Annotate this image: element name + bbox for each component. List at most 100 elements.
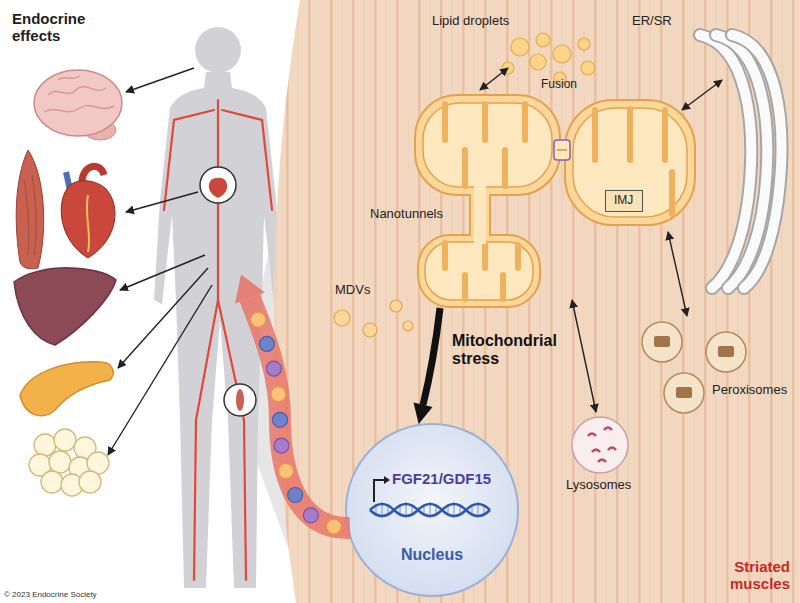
- er-sr-cisternae: [700, 35, 751, 288]
- process-label: Fusion: [541, 78, 577, 92]
- mitochondrion: [418, 235, 540, 307]
- lysosome: [588, 428, 616, 463]
- promoter-arrow: [384, 476, 390, 484]
- dna-helix: [370, 504, 490, 516]
- brain-organ: [34, 70, 122, 140]
- heart-organ: [61, 181, 115, 258]
- secretion-band: [235, 275, 350, 529]
- gene-label: FGF21/GDF15: [392, 470, 491, 487]
- brain-organ: [44, 76, 114, 112]
- dna-helix: [370, 502, 490, 518]
- endocrine-arrows: [118, 268, 208, 368]
- adipose-organ: [49, 451, 71, 473]
- lipid-droplets: [530, 54, 546, 70]
- er-sr-cisternae: [716, 35, 767, 288]
- brain-organ: [34, 70, 122, 136]
- heart-zoom-circle: [200, 167, 236, 203]
- adipose-organ: [41, 471, 63, 493]
- er-sr-cisternae: [700, 35, 781, 288]
- skeletal-muscle-organ: [16, 150, 44, 269]
- promoter-arrow: [374, 480, 384, 502]
- junction-box: IMJ: [605, 190, 643, 212]
- peroxisomes: [664, 373, 704, 413]
- mitochondrion: [415, 95, 695, 307]
- pancreas-organ: [20, 362, 113, 416]
- muscle-zoom-circle: [236, 389, 244, 411]
- er-sr-cisternae: [700, 35, 751, 288]
- hormone-particles: [279, 464, 294, 479]
- peroxisomes: [718, 346, 734, 357]
- skeletal-muscle-organ: [24, 175, 36, 255]
- mitochondrion: [423, 103, 552, 187]
- mitochondrion: [425, 242, 533, 300]
- blood-vessels: [218, 300, 246, 580]
- adipose-organ: [54, 429, 76, 451]
- muscle-zoom-circle: [224, 384, 256, 416]
- nucleus-circle: FGF21/GDF15Nucleus: [344, 422, 520, 598]
- fusion-pore: [557, 149, 567, 151]
- mdv-vesicles: [363, 323, 377, 337]
- mitochondrion: [445, 104, 525, 186]
- mdv-vesicles: [390, 300, 402, 312]
- panel-label: Striated muscles: [698, 558, 790, 593]
- mitochondrion: [489, 194, 491, 236]
- hormone-particles: [266, 361, 281, 376]
- human-silhouette: [154, 72, 282, 588]
- endocrine-arrows: [126, 192, 198, 212]
- lipid-droplets: [578, 38, 590, 50]
- heart-zoom-circle: [200, 167, 236, 203]
- organelle-arrows: [572, 300, 596, 412]
- muscle-zoom-circle: [224, 384, 256, 416]
- mitochondrion: [469, 194, 471, 236]
- fiber-ground: [274, 0, 800, 603]
- fusion-pore: [554, 140, 570, 160]
- mdv-vesicles: [334, 310, 350, 326]
- lipid-droplets: [581, 61, 595, 75]
- pancreas-organ: [20, 362, 113, 416]
- mdv-vesicles: [334, 300, 413, 337]
- copyright-note: © 2023 Endocrine Society: [4, 590, 97, 599]
- mdv-vesicles: [403, 321, 413, 331]
- hormone-particles: [326, 519, 341, 534]
- process-label: Mitochondrial stress: [452, 332, 570, 369]
- peroxisomes: [676, 387, 692, 398]
- organelle-label: ER/SR: [632, 14, 672, 29]
- mitochondrion: [445, 243, 518, 299]
- structure-label: Nanotunnels: [370, 207, 443, 222]
- nucleus-art: [344, 422, 520, 598]
- fusion-pore: [554, 140, 570, 160]
- adipose-organ: [29, 429, 109, 496]
- er-sr-cisternae: [732, 35, 781, 288]
- box-label: IMJ: [614, 194, 633, 208]
- er-sr-cisternae: [732, 35, 781, 288]
- endocrine-arrows: [108, 68, 212, 455]
- hormone-particles: [271, 387, 286, 402]
- peroxisomes: [642, 322, 746, 413]
- er-sr-cisternae: [716, 35, 767, 288]
- blood-vessels: [194, 300, 218, 580]
- hormone-particles: [251, 312, 266, 327]
- promoter-arrow: [374, 476, 390, 502]
- peroxisomes: [706, 332, 746, 372]
- dna-helix: [370, 504, 490, 516]
- organelle-arrows: [480, 68, 722, 412]
- endocrine-arrows: [126, 68, 194, 92]
- lysosome: [572, 417, 628, 473]
- organelle-label: Lysosomes: [566, 478, 631, 493]
- hormone-particles: [303, 508, 318, 523]
- muscle-panel: Striated muscles IMJ FGF21/GDF15Nucleus: [260, 0, 800, 603]
- hormone-particles: [288, 488, 303, 503]
- blood-vessels: [164, 100, 272, 580]
- adipose-organ: [34, 434, 56, 456]
- heart-organ: [61, 166, 115, 258]
- mitochondrion: [573, 108, 687, 217]
- lipid-droplets: [536, 33, 550, 47]
- adipose-organ: [79, 471, 101, 493]
- mitochondrion: [415, 95, 560, 195]
- organelle-label: Peroxisomes: [712, 383, 787, 398]
- hormone-particles: [251, 312, 342, 534]
- secretion-band: [250, 298, 350, 528]
- peroxisomes: [654, 336, 670, 347]
- organelle-arrows: [480, 68, 508, 90]
